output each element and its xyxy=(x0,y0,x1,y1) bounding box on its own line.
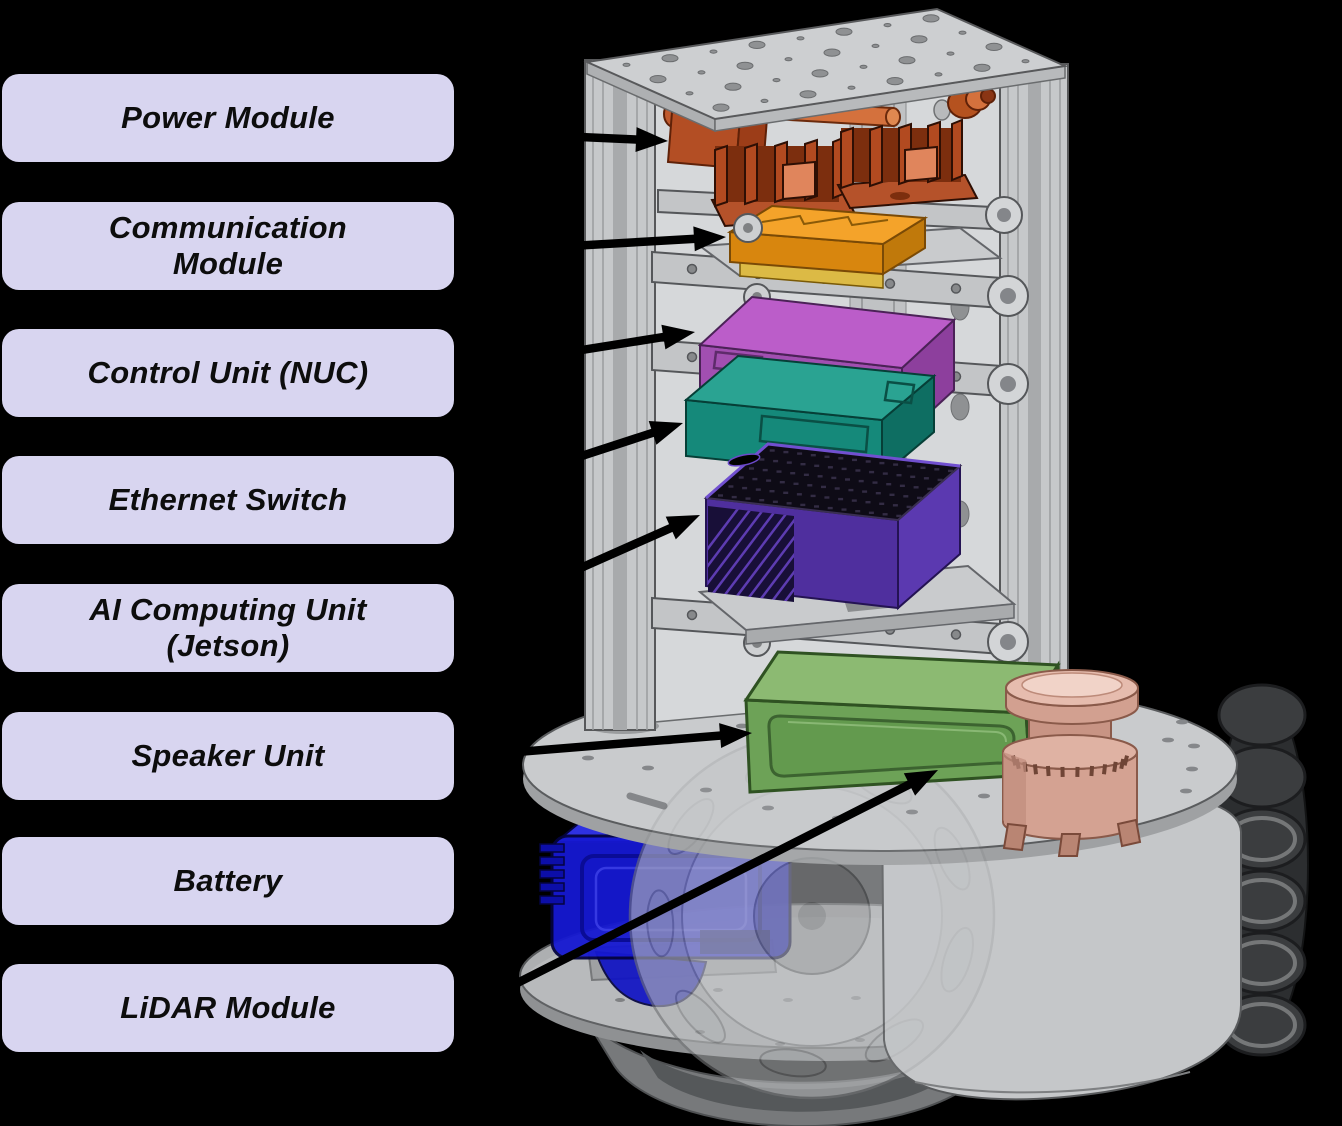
label-text: Ethernet Switch xyxy=(108,482,348,518)
label-text: LiDAR Module xyxy=(120,990,336,1026)
label-communication-module: Communication Module xyxy=(2,202,454,290)
tower-column-left xyxy=(584,59,656,731)
label-speaker-unit: Speaker Unit xyxy=(2,712,454,800)
label-ethernet-switch: Ethernet Switch xyxy=(2,456,454,544)
label-text: Power Module xyxy=(121,100,335,136)
label-text: AI Computing Unit (Jetson) xyxy=(89,592,367,663)
label-text: Battery xyxy=(173,863,283,899)
tower-top-plate xyxy=(583,7,1069,133)
label-battery: Battery xyxy=(2,837,454,925)
power-connector xyxy=(933,87,996,121)
power-module-graphic xyxy=(663,87,996,228)
communication-module-graphic xyxy=(697,204,1003,289)
ai-computing-unit-graphic xyxy=(697,442,1017,645)
label-text: Communication Module xyxy=(108,210,348,281)
label-text: Speaker Unit xyxy=(131,738,325,774)
lidar-module-graphic xyxy=(1002,669,1142,857)
annotation-arrows xyxy=(460,127,938,1015)
label-ai-computing-unit: AI Computing Unit (Jetson) xyxy=(2,584,454,672)
power-heatsink-right xyxy=(836,118,979,210)
label-control-unit-nuc: Control Unit (NUC) xyxy=(2,329,454,417)
label-text: Control Unit (NUC) xyxy=(87,355,369,391)
label-lidar-module: LiDAR Module xyxy=(2,964,454,1052)
label-power-module: Power Module xyxy=(2,74,454,162)
